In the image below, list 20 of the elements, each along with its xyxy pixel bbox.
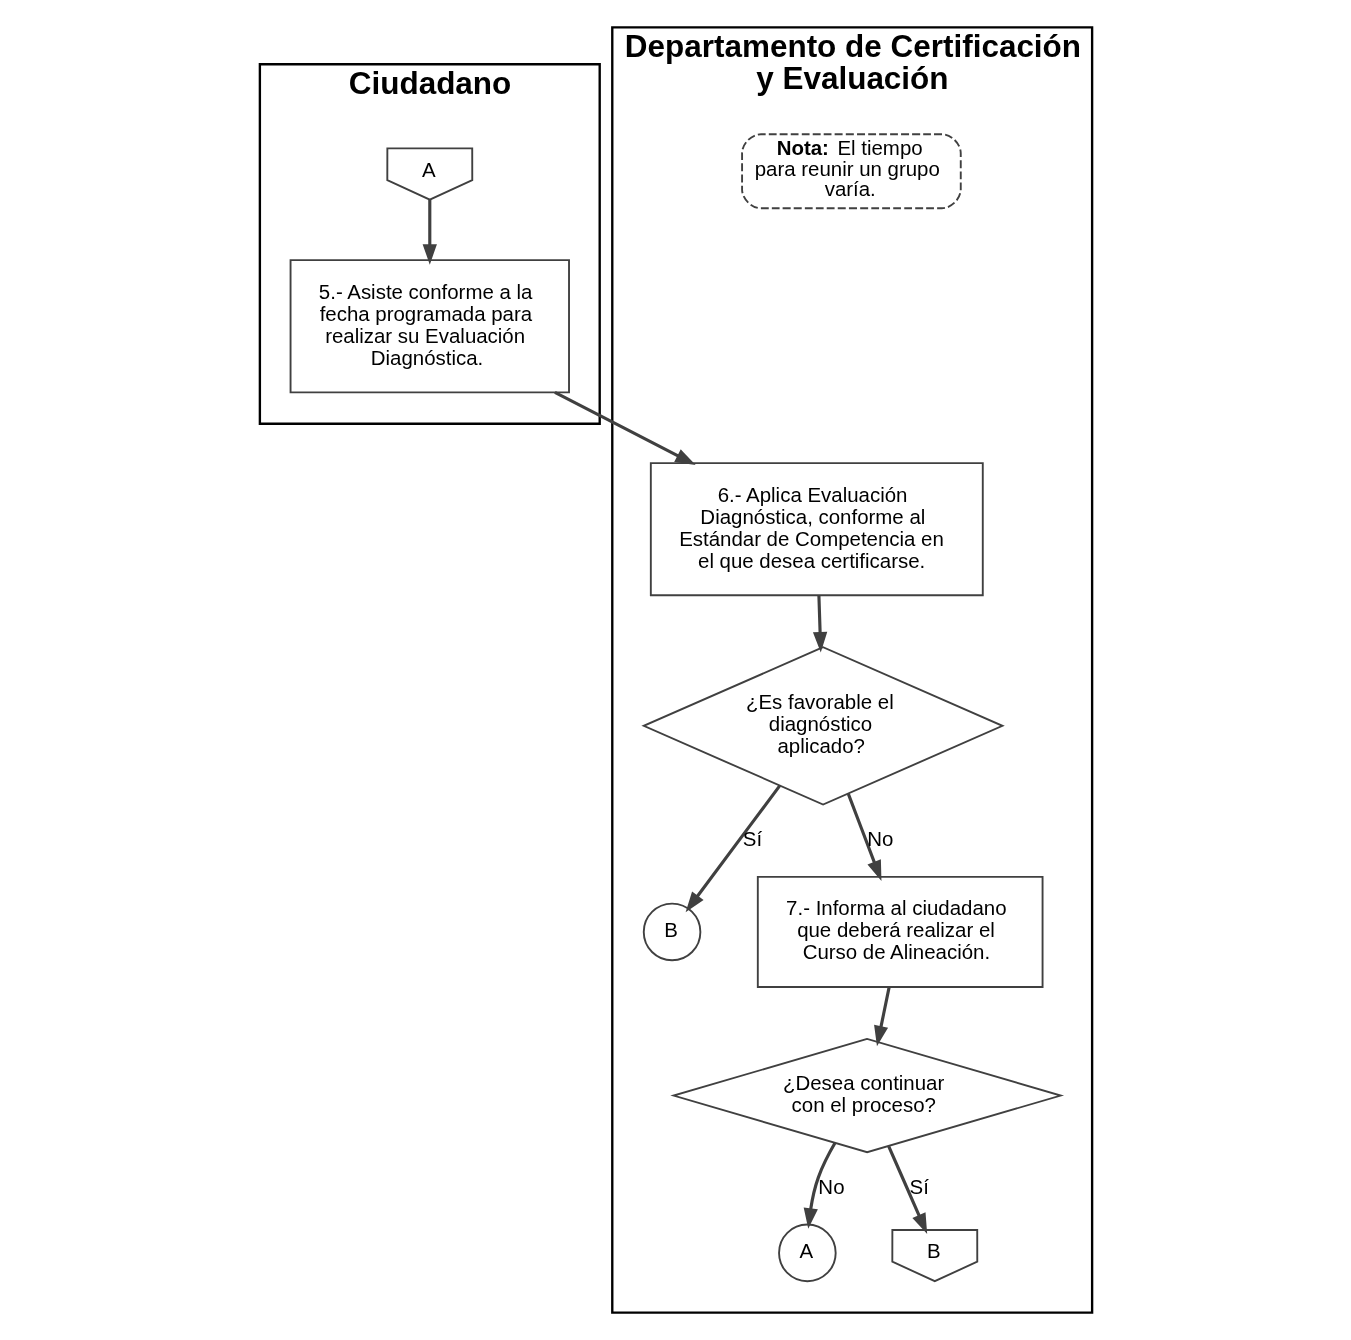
node-diamond: ¿Es favorable el diagnóstico aplicado? xyxy=(640,646,1005,806)
node-box: 5.- Asiste conforme a la fecha programada para realizar su Evaluación Diagnóstica. xyxy=(289,259,570,394)
arrow xyxy=(812,595,827,653)
edge-label: No xyxy=(817,1174,845,1198)
edge-label: Sí xyxy=(742,827,762,851)
arrow xyxy=(803,1142,836,1229)
arrow xyxy=(685,784,781,913)
node-box: 6.- Aplica Evaluación Diagnóstica, conforme al Estándar de Competencia en el que desea certificarse. xyxy=(649,462,984,597)
node-box: 7.- Informa al ciudadano que deberá realizar el Curso de Alineación. xyxy=(756,875,1043,988)
arrow xyxy=(873,987,891,1047)
arrow xyxy=(422,200,437,265)
node-diamond: ¿Desea continuar con el proceso? xyxy=(669,1037,1064,1154)
edge-label: Sí xyxy=(909,1174,929,1198)
arrow xyxy=(553,391,696,466)
node-box: Nota: El tiempo para reunir un grupo varía. xyxy=(740,133,962,210)
edge-label: No xyxy=(866,827,893,851)
arrow xyxy=(886,1145,927,1234)
node-circle: A xyxy=(777,1223,837,1283)
node-circle: B xyxy=(642,902,701,962)
arrow xyxy=(846,793,881,882)
